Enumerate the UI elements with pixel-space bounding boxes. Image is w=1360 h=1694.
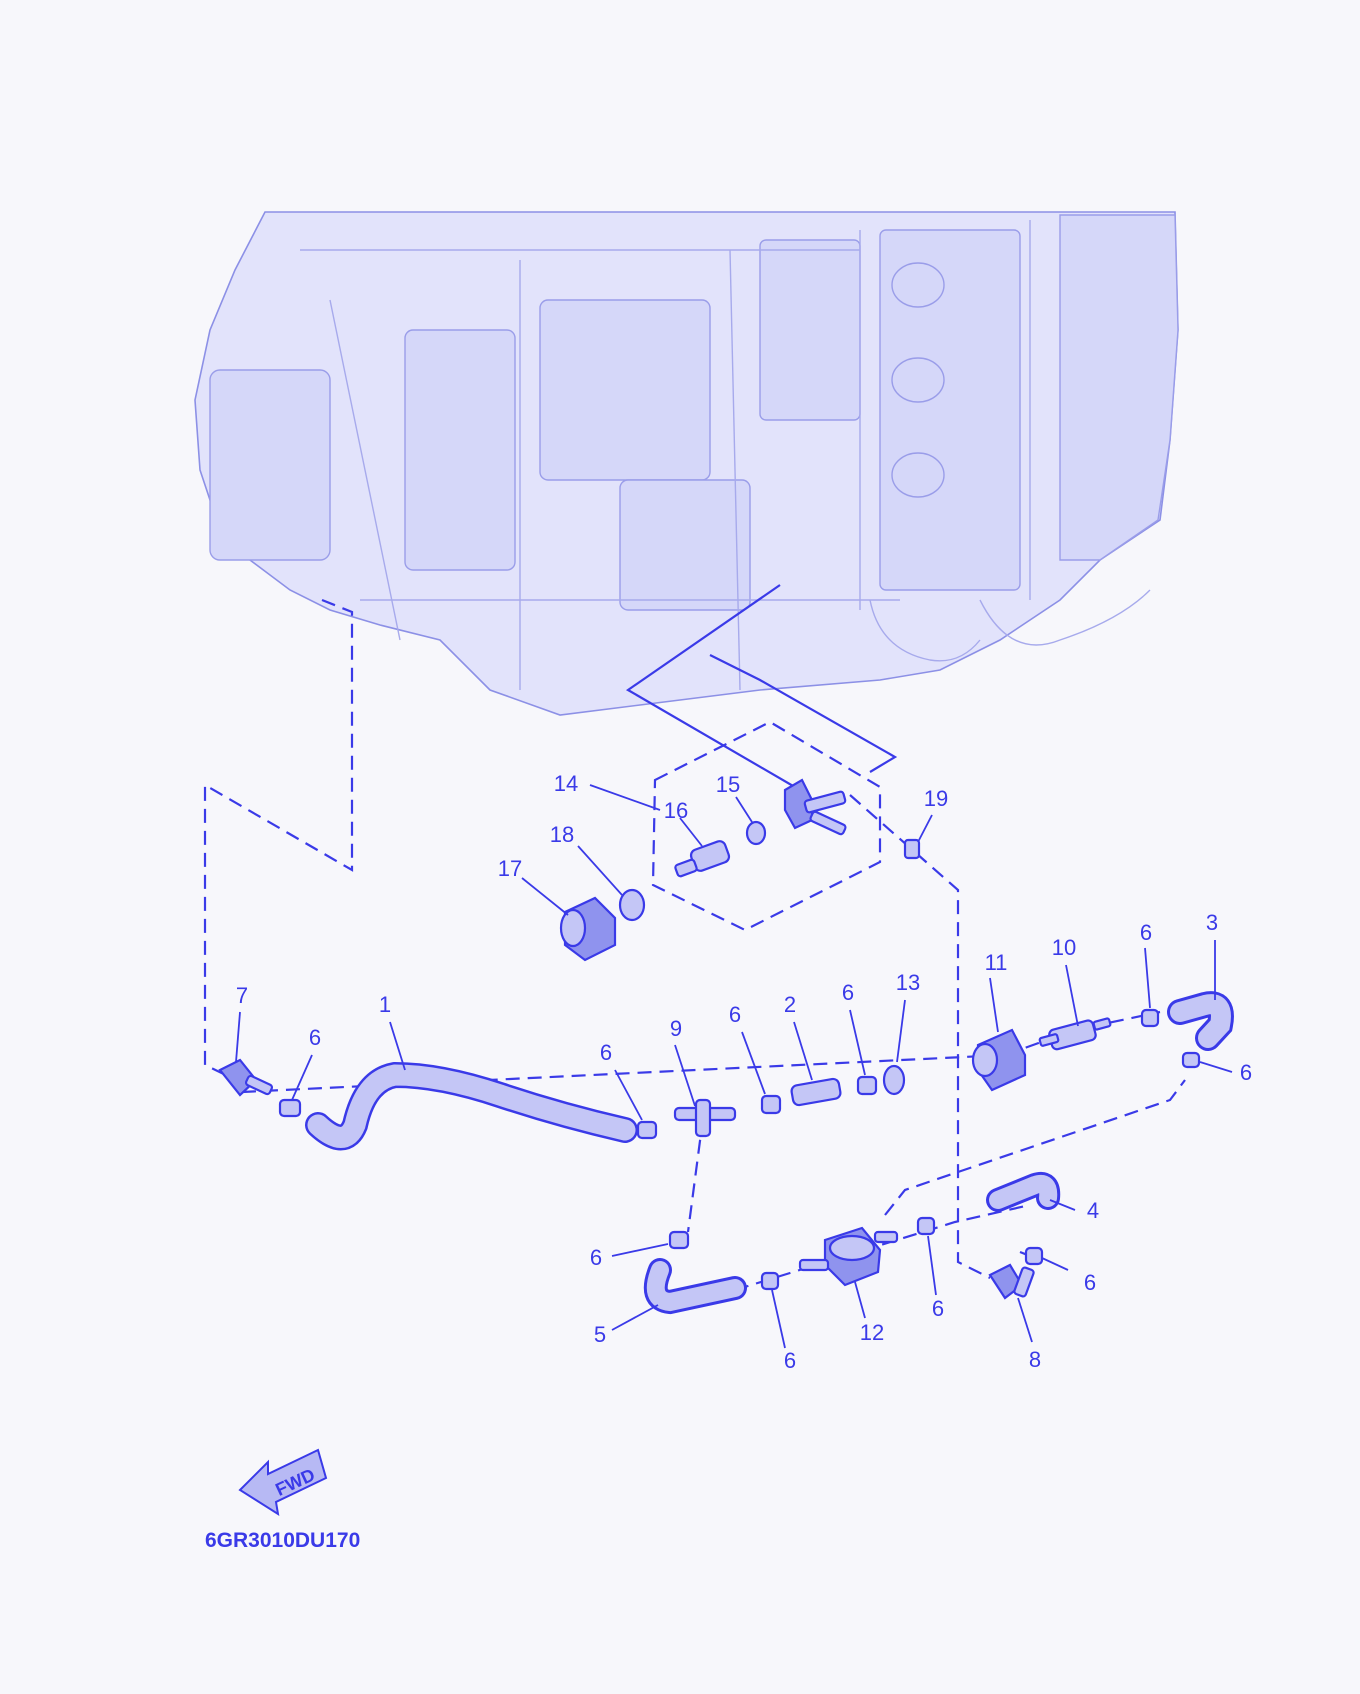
- bolt-19: [903, 838, 921, 860]
- sensor-16: [674, 840, 731, 878]
- ring-18: [618, 888, 646, 922]
- collar-6d: [856, 1075, 878, 1096]
- callout-6b: 6: [309, 1025, 321, 1050]
- collar-6a: [636, 1120, 658, 1140]
- diagram-code: 6GR3010DU170: [205, 1529, 360, 1552]
- callout-17: 17: [498, 856, 522, 881]
- o-ring-15: [745, 820, 767, 846]
- callout-6e: 6: [1140, 920, 1152, 945]
- leader-lines: [235, 784, 1233, 1349]
- callout-15: 15: [716, 772, 740, 797]
- callout-6a: 6: [600, 1040, 612, 1065]
- callout-12: 12: [860, 1320, 884, 1345]
- callout-1: 1: [379, 992, 391, 1017]
- callout-4: 4: [1087, 1198, 1099, 1223]
- collar-6i: [916, 1216, 936, 1236]
- callout-18: 18: [550, 822, 574, 847]
- callout-6g: 6: [590, 1245, 602, 1270]
- connector-10: [1038, 1017, 1112, 1051]
- collar-6f: [1181, 1051, 1201, 1069]
- cap-17: [559, 896, 617, 962]
- callout-6f: 6: [1240, 1060, 1252, 1085]
- callout-19: 19: [924, 786, 948, 811]
- callout-9: 9: [670, 1016, 682, 1041]
- fitting-7: [218, 1058, 274, 1097]
- valve-12: [798, 1226, 899, 1287]
- collar-6j: [1024, 1246, 1044, 1266]
- fitting-8: [988, 1263, 1035, 1300]
- callout-6h: 6: [784, 1348, 796, 1373]
- callout-6j: 6: [1084, 1270, 1096, 1295]
- callout-3: 3: [1206, 910, 1218, 935]
- collar-6b: [278, 1098, 302, 1118]
- callout-2: 2: [784, 992, 796, 1017]
- callout-13: 13: [896, 970, 920, 995]
- tee-fitting-9: [673, 1098, 737, 1138]
- callout-6c: 6: [729, 1002, 741, 1027]
- grommet-11: [971, 1028, 1027, 1092]
- clip-13: [882, 1064, 906, 1096]
- callout-5: 5: [594, 1322, 606, 1347]
- callout-labels: 1 2 3 4 5 6 6 6 6 6 6 6 6 6 6 7 8 9 10 1…: [236, 771, 1252, 1373]
- collar-6e: [1140, 1008, 1160, 1028]
- collar-6c: [760, 1094, 782, 1115]
- housing-14: [783, 778, 847, 836]
- engine-block-illustration: [194, 211, 1179, 716]
- callout-7: 7: [236, 983, 248, 1008]
- pipe-2: [790, 1077, 842, 1107]
- callout-6d: 6: [842, 980, 854, 1005]
- callout-8: 8: [1029, 1347, 1041, 1372]
- fwd-arrow-icon: FWD: [238, 1448, 328, 1517]
- callout-14: 14: [554, 771, 578, 796]
- callout-6i: 6: [932, 1296, 944, 1321]
- callout-10: 10: [1052, 935, 1076, 960]
- callout-16: 16: [664, 798, 688, 823]
- parts: [218, 778, 1234, 1315]
- callout-11: 11: [985, 950, 1008, 975]
- collar-6g: [668, 1230, 690, 1250]
- collar-6h: [760, 1271, 780, 1291]
